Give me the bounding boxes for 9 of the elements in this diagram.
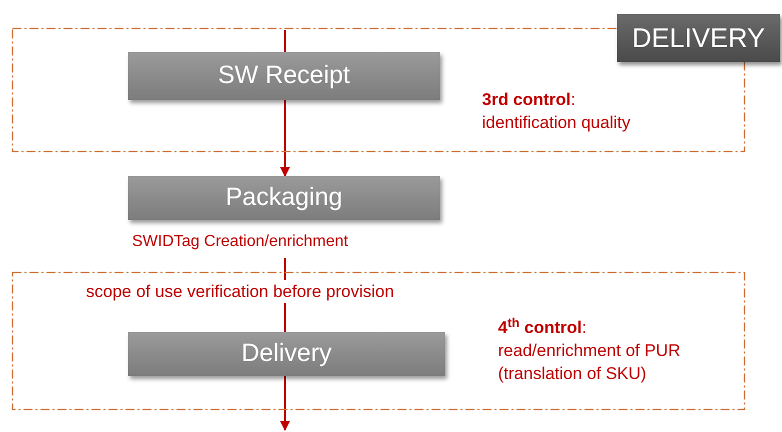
section-tag: DELIVERY [617, 14, 780, 62]
connector-arrow [280, 376, 290, 431]
annotation-text: 3rd control: identification quality [482, 89, 632, 134]
process-bar: Packaging [128, 176, 440, 220]
step-caption: SWIDTag Creation/enrichment [132, 232, 348, 252]
process-bar: SW Receipt [128, 52, 440, 100]
connector-arrow [280, 100, 290, 177]
process-bar: Delivery [128, 332, 445, 376]
annotation-text: 4$^{th}$ control: read/enrichment of PUR (translation of SKU) [498, 316, 682, 385]
